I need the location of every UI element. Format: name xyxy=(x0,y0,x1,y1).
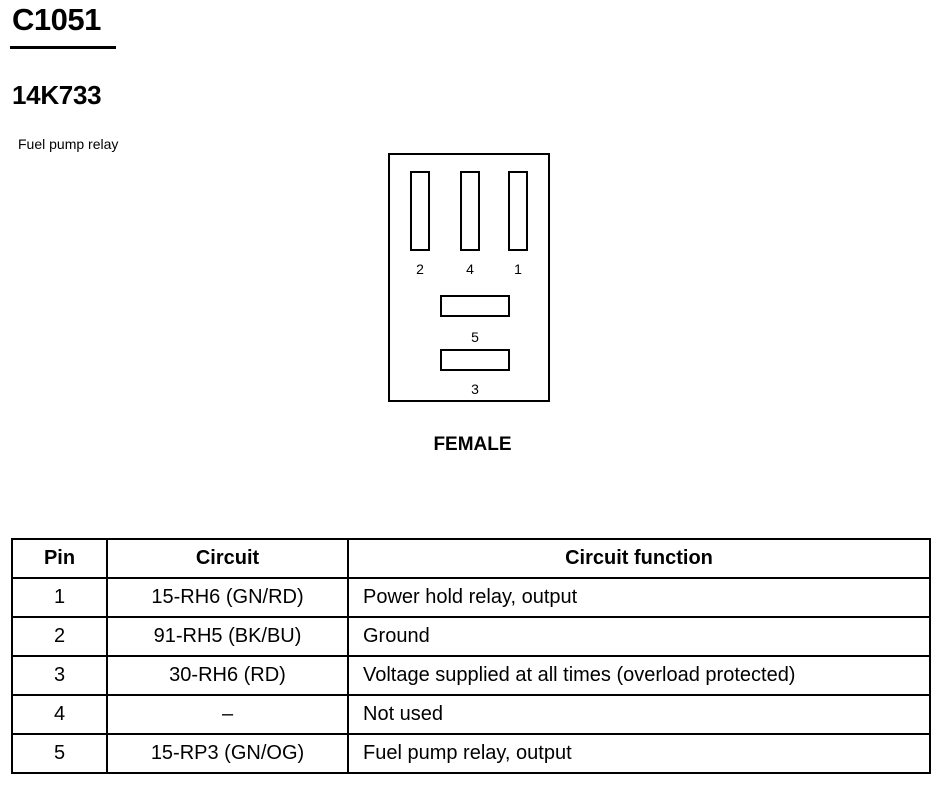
cell-function: Fuel pump relay, output xyxy=(347,733,931,774)
terminal-pin-1 xyxy=(508,171,528,251)
cell-pin: 1 xyxy=(11,577,108,618)
cell-circuit: 15-RH6 (GN/RD) xyxy=(106,577,349,618)
connector-gender-label: FEMALE xyxy=(433,434,512,455)
cell-circuit: 91-RH5 (BK/BU) xyxy=(106,616,349,657)
title-underline xyxy=(10,46,116,49)
connector-description: Fuel pump relay xyxy=(18,136,119,152)
table-row: 2 91-RH5 (BK/BU) Ground xyxy=(11,616,931,657)
cell-function: Ground xyxy=(347,616,931,657)
cell-circuit: 30-RH6 (RD) xyxy=(106,655,349,696)
cell-pin: 3 xyxy=(11,655,108,696)
header-circuit: Circuit xyxy=(106,538,349,579)
terminal-pin-3 xyxy=(440,349,510,371)
table-row: 1 15-RH6 (GN/RD) Power hold relay, outpu… xyxy=(11,577,931,618)
pinout-table: Pin Circuit Circuit function 1 15-RH6 (G… xyxy=(11,538,931,774)
cell-function: Power hold relay, output xyxy=(347,577,931,618)
cell-circuit: – xyxy=(106,694,349,735)
connector-face: 2 4 1 5 3 xyxy=(388,153,550,402)
cell-function: Voltage supplied at all times (overload … xyxy=(347,655,931,696)
pin-label-2: 2 xyxy=(416,261,424,277)
table-row: 3 30-RH6 (RD) Voltage supplied at all ti… xyxy=(11,655,931,696)
cell-circuit: 15-RP3 (GN/OG) xyxy=(106,733,349,774)
cell-pin: 5 xyxy=(11,733,108,774)
pin-label-3: 3 xyxy=(471,381,479,397)
cell-pin: 2 xyxy=(11,616,108,657)
pin-label-1: 1 xyxy=(514,261,522,277)
table-row: 5 15-RP3 (GN/OG) Fuel pump relay, output xyxy=(11,733,931,774)
connector-id: C1051 xyxy=(12,2,101,37)
terminal-pin-2 xyxy=(410,171,430,251)
cell-function: Not used xyxy=(347,694,931,735)
cell-pin: 4 xyxy=(11,694,108,735)
table-header-row: Pin Circuit Circuit function xyxy=(11,538,931,579)
part-number: 14K733 xyxy=(12,80,102,110)
pin-label-5: 5 xyxy=(471,329,479,345)
table-row: 4 – Not used xyxy=(11,694,931,735)
terminal-pin-5 xyxy=(440,295,510,317)
header-circuit-function: Circuit function xyxy=(347,538,931,579)
terminal-pin-4 xyxy=(460,171,480,251)
pin-label-4: 4 xyxy=(466,261,474,277)
header-pin: Pin xyxy=(11,538,108,579)
